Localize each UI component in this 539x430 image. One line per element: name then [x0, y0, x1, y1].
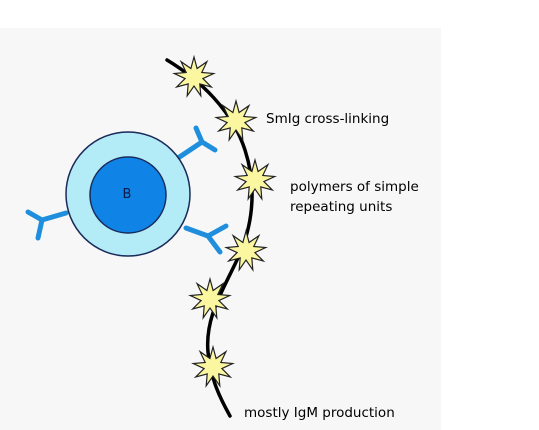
antigen-star-1 — [172, 54, 216, 98]
antigen-star-2 — [214, 98, 258, 142]
antigen-star-5 — [188, 276, 232, 320]
label-polymers-line1: polymers of simple — [290, 179, 419, 195]
repeating-antigen-units — [172, 54, 277, 388]
antigen-star-6 — [191, 344, 235, 388]
surface-immunoglobulins — [25, 125, 229, 255]
receptor-left — [25, 209, 69, 241]
receptor-upper-right — [175, 125, 218, 161]
label-igm-production: mostly IgM production — [244, 405, 395, 421]
b-cell-nucleus — [89, 156, 167, 234]
b-cell-label: B — [122, 187, 132, 202]
b-cell — [65, 131, 191, 257]
antigen-star-3 — [233, 157, 277, 201]
antigen-star-4 — [224, 228, 268, 272]
label-smig-crosslinking: SmIg cross-linking — [266, 111, 390, 127]
label-polymers-line2: repeating units — [290, 199, 393, 215]
receptor-lower-right — [183, 223, 229, 255]
